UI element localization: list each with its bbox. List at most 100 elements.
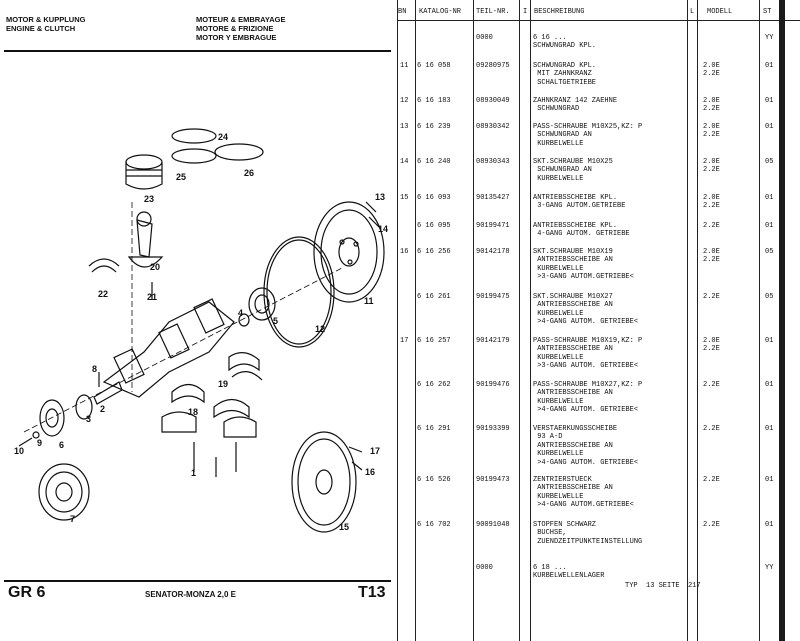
row-st: 01 [765,222,774,230]
row-kat: 6 16 240 [417,158,451,166]
row-mod: 2.2E [703,222,720,230]
callout: 3 [86,414,91,424]
row-mod: 2.2E [703,381,720,389]
row-kat: 6 16 702 [417,521,451,529]
row-bn: 15 [400,194,409,202]
row-teil: 08930049 [476,97,510,105]
row-st: 01 [765,425,774,433]
row-desc: ZAHNKRANZ 142 ZAEHNE SCHWUNGRAD [533,97,618,114]
row-mod: 2.0E 2.2E [703,123,720,140]
row-mod: 2.0E 2.2E [703,62,720,79]
row-desc: 6 18 ... KURBELWELLENLAGER [533,564,605,581]
row-kat: 6 16 183 [417,97,451,105]
col-st: ST [763,8,772,16]
callout: 9 [37,438,42,448]
page-edge-bar [779,0,785,641]
row-desc: ZENTRIERSTUECK ANTRIEBSSCHEIBE AN KURBEL… [533,476,634,510]
row-st: 05 [765,248,774,256]
col-beschreibung: BESCHREIBUNG [534,8,585,16]
row-teil: 0000 [476,34,493,42]
callout: 12 [315,324,325,334]
row-mod: 2.0E 2.2E [703,158,720,175]
callout: 22 [98,289,108,299]
callout: 1 [191,468,196,478]
row-teil: 90199476 [476,381,510,389]
callout: 25 [176,172,186,182]
header-de-en: MOTOR & KUPPLUNG ENGINE & CLUTCH [6,15,86,33]
callout: 11 [364,296,374,306]
row-desc: SKT.SCHRAUBE M10X27 ANTRIEBSSCHEIBE AN K… [533,293,639,327]
row-kat: 6 16 257 [417,337,451,345]
callout: 23 [144,194,154,204]
row-kat: 6 16 093 [417,194,451,202]
row-kat: 6 16 262 [417,381,451,389]
row-st: 05 [765,293,774,301]
row-mod: 2.0E 2.2E [703,337,720,354]
row-bn: 13 [400,123,409,131]
row-teil: 90091048 [476,521,510,529]
callout: 8 [92,364,97,374]
row-kat: 6 16 239 [417,123,451,131]
callout: 6 [59,440,64,450]
row-desc: SKT.SCHRAUBE M10X25 SCHWUNGRAD AN KURBEL… [533,158,613,183]
row-teil: 09280975 [476,62,510,70]
row-teil: 90199473 [476,476,510,484]
row-bn: 17 [400,337,409,345]
row-desc: ANTRIEBSSCHEIBE KPL. 3-GANG AUTOM.GETRIE… [533,194,626,211]
row-st: 01 [765,62,774,70]
callout: 26 [244,168,254,178]
row-bn: 11 [400,62,409,70]
callout: 21 [147,292,157,302]
row-kat: 6 16 261 [417,293,451,301]
row-mod: 2.0E 2.2E [703,248,720,265]
row-st: YY [765,564,774,572]
callout: 4 [238,308,243,318]
row-teil: 0000 [476,564,493,572]
row-st: 01 [765,521,774,529]
header-fr-it-es: MOTEUR & EMBRAYAGE MOTORE & FRIZIONE MOT… [196,15,286,42]
row-mod: 2.2E [703,476,720,484]
row-teil: 90135427 [476,194,510,202]
group-number: GR 6 [8,584,46,601]
row-st: 01 [765,97,774,105]
row-desc: PASS-SCHRAUBE M10X27,KZ: P ANTRIEBSSCHEI… [533,381,643,415]
col-teil: TEIL-NR. [476,8,510,16]
col-i: I [523,8,528,16]
row-kat: 6 16 291 [417,425,451,433]
row-bn: 12 [400,97,409,105]
callout: 17 [370,446,380,456]
row-teil: 90199475 [476,293,510,301]
row-kat: 6 16 095 [417,222,451,230]
row-mod: 2.0E 2.2E [703,194,720,211]
typ-note: TYP 13 SEITE 217 [625,582,701,590]
row-desc: STOPFEN SCHWARZ BUCHSE, ZUENDZEITPUNKTEI… [533,521,643,546]
parts-table: BN KATALOG-NR TEIL-NR. I BESCHREIBUNG L … [397,0,800,641]
row-teil: 08930343 [476,158,510,166]
col-modell: MODELL [707,8,733,16]
row-teil: 90199471 [476,222,510,230]
row-teil: 08930342 [476,123,510,131]
row-desc: ANTRIEBSSCHEIBE KPL. 4-GANG AUTOM. GETRI… [533,222,630,239]
exploded-diagram: 24 25 23 26 13 14 20 22 21 12 11 5 4 2 3… [4,50,391,582]
callout: 13 [375,192,385,202]
callout: 19 [218,379,228,389]
row-mod: 2.2E [703,425,720,433]
callout: 24 [218,132,228,142]
callout: 7 [70,514,75,524]
row-st: 01 [765,381,774,389]
callout: 5 [273,316,278,326]
row-teil: 90142179 [476,337,510,345]
row-kat: 6 16 256 [417,248,451,256]
col-l: L [690,8,695,16]
row-desc: SKT.SCHRAUBE M10X19 ANTRIEBSSCHEIBE AN K… [533,248,634,282]
row-st: 01 [765,123,774,131]
row-st: 01 [765,337,774,345]
callout: 18 [188,407,198,417]
row-kat: 6 16 058 [417,62,451,70]
row-mod: 2.2E [703,293,720,301]
row-bn: 14 [400,158,409,166]
row-bn: 16 [400,248,409,256]
callout: 14 [378,224,388,234]
model-label: SENATOR-MONZA 2,0 E [145,590,236,599]
row-desc: PASS-SCHRAUBE M10X19,KZ: P ANTRIEBSSCHEI… [533,337,643,371]
